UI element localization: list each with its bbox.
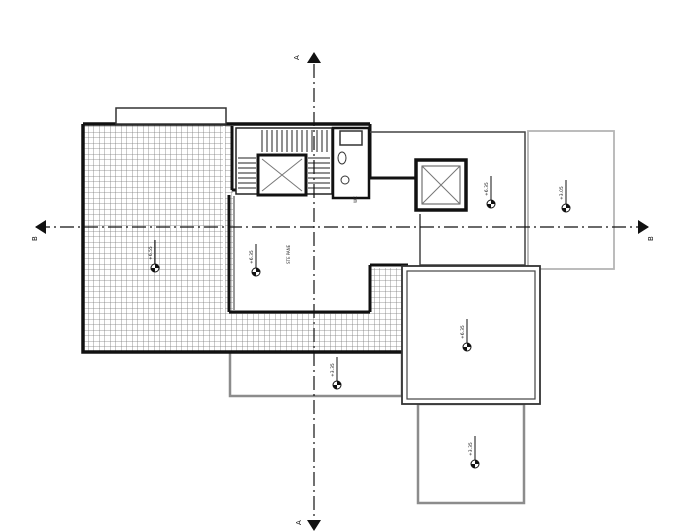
toilet-icon (337, 151, 347, 165)
square-block-inner (406, 270, 536, 400)
square-block-outer (401, 265, 541, 405)
level-mark-terrace-far-right: +3.05 (559, 180, 571, 213)
section-arrow-left (35, 220, 46, 234)
room-label-core: STE PANE (286, 244, 291, 264)
level-text-square-block: +6.35 (460, 325, 466, 339)
level-text-hatched-roof: +6.55 (148, 246, 154, 260)
section-arrow-top (307, 52, 321, 63)
wc-block (331, 126, 371, 200)
stair-treads (238, 130, 330, 189)
level-mark-bottom-right: +3.35 (468, 436, 480, 469)
level-mark-below-terrace: +3.35 (330, 357, 342, 390)
lift-car (421, 165, 461, 205)
lift-cross (421, 165, 461, 205)
hatched-strip-mid (370, 268, 403, 314)
section-label-bottom: A (295, 520, 303, 525)
parapet-top (115, 107, 227, 125)
section-label-right: B (647, 236, 655, 241)
level-mark-hatched-roof: +6.55 (148, 240, 160, 273)
level-text-bottom-right: +3.35 (468, 442, 474, 456)
level-text-below-terrace: +3.35 (330, 363, 336, 377)
terrace-far-right (527, 130, 615, 270)
level-mark-lift-right: +6.35 (484, 176, 496, 209)
right-room-outline (370, 131, 526, 266)
section-arrow-bottom (307, 520, 321, 531)
stair-lift-cross (261, 158, 303, 192)
wc-shaft (339, 130, 363, 146)
section-label-top: A (293, 55, 301, 60)
section-arrow-right (638, 220, 649, 234)
basin-icon (340, 175, 350, 185)
level-text-terrace-far-right: +3.05 (559, 186, 565, 200)
lower-terrace-left (228, 348, 404, 398)
hatched-strip-bottom (220, 312, 403, 352)
level-mark-square-block: +6.35 (460, 319, 472, 352)
room-label-wc: WC (353, 196, 358, 203)
hatched-roof-area (83, 124, 223, 352)
level-mark-core-left: +6.35 (249, 244, 261, 277)
level-text-lift-right: +6.35 (484, 182, 490, 196)
section-label-left: B (31, 236, 39, 241)
level-text-core-left: +6.35 (249, 250, 255, 264)
